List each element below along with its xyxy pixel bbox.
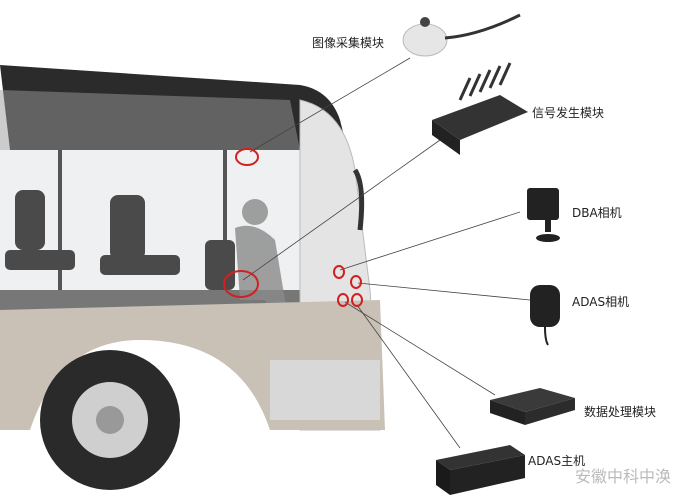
- seats: [5, 190, 235, 290]
- label-image-capture-module: 图像采集模块: [312, 36, 385, 50]
- label-data-processing-module: 数据处理模块: [584, 405, 657, 419]
- signal-generator-module-icon: [432, 62, 528, 155]
- highlight-circles: [223, 148, 363, 307]
- adas-camera-icon: [530, 285, 560, 346]
- label-signal-generator-module: 信号发生模块: [532, 106, 605, 120]
- data-processing-module-icon: [490, 388, 575, 425]
- label-adas-host: ADAS主机: [528, 454, 586, 468]
- watermark: 安徽中科中涣: [575, 467, 672, 486]
- adas-host-icon: [436, 445, 525, 495]
- label-dba-camera: DBA相机: [572, 206, 622, 220]
- leader-lines: [242, 57, 531, 449]
- image-capture-module-icon: [402, 13, 521, 57]
- dba-camera-icon: [527, 188, 560, 242]
- label-adas-camera: ADAS相机: [572, 295, 630, 309]
